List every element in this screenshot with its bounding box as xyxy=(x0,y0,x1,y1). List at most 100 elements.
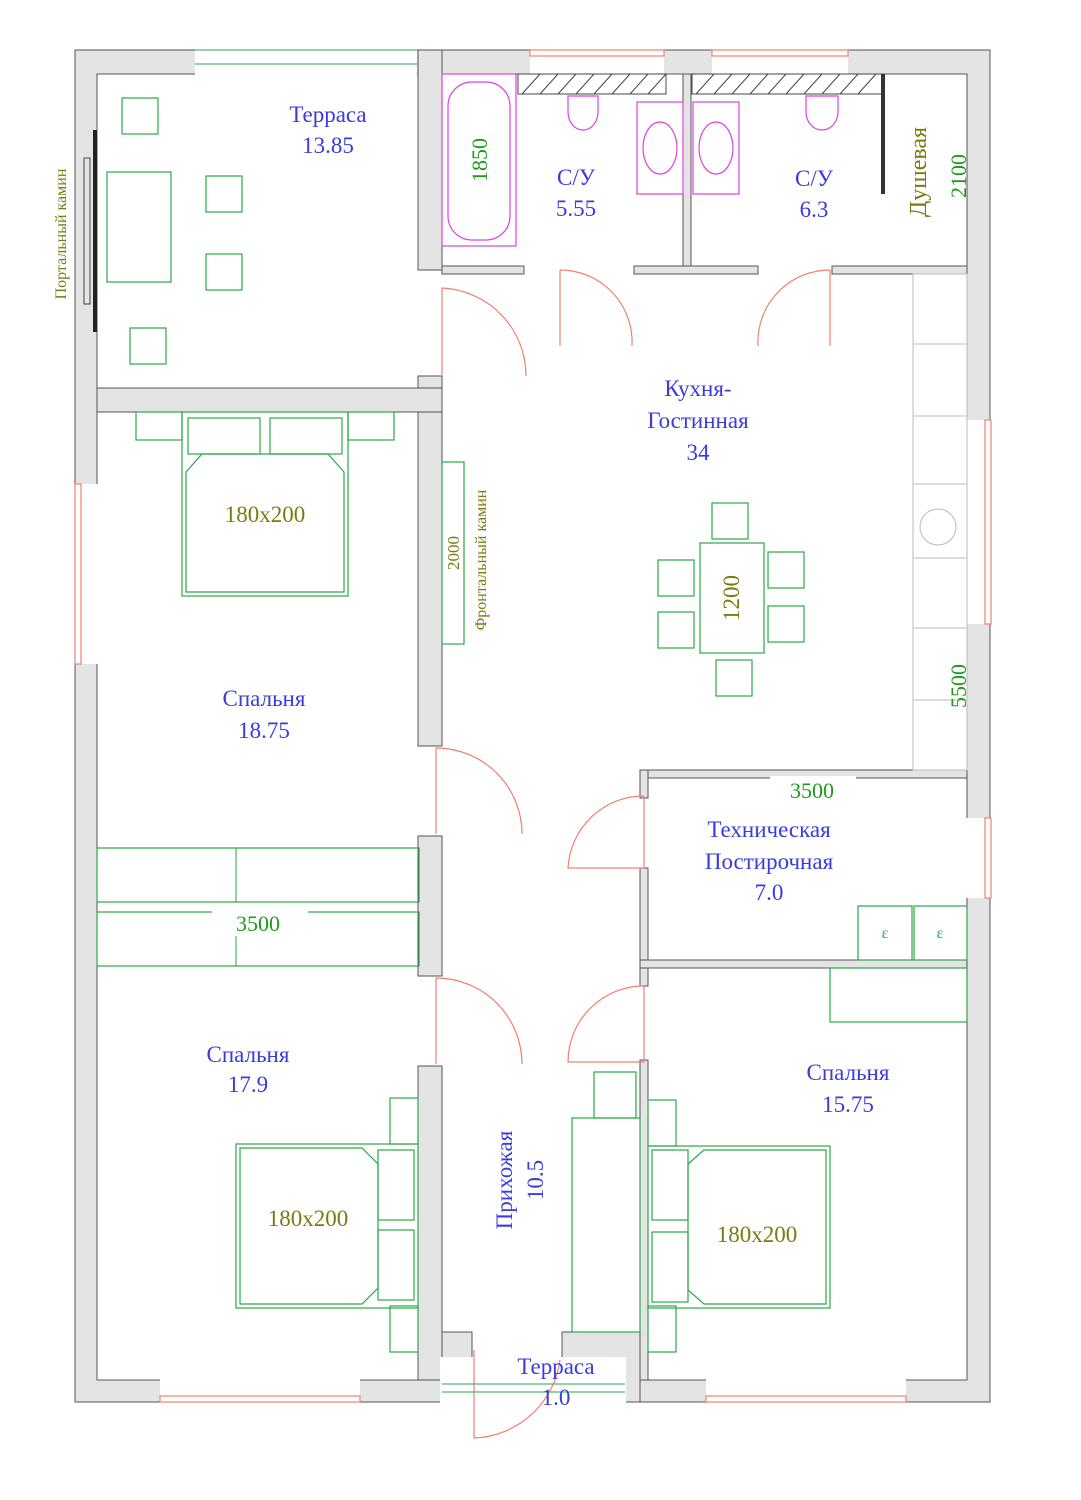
pillow xyxy=(377,1149,415,1221)
chair xyxy=(767,605,805,643)
kitchen-area: 34 xyxy=(687,440,711,465)
terrace-small-name: Терраса xyxy=(517,1354,594,1379)
chair xyxy=(711,502,749,540)
nightstand xyxy=(647,1305,677,1353)
washing-machine xyxy=(857,905,913,961)
window-bath1 xyxy=(530,48,664,76)
dim-fireplace-2000: 2000 xyxy=(444,536,463,570)
bedroom-sw-furniture xyxy=(235,1097,419,1353)
bedroom-sw-name: Спальня xyxy=(207,1042,290,1067)
table xyxy=(106,171,172,283)
bathroom2-fixtures xyxy=(691,73,885,195)
bathroom1-fixtures xyxy=(441,73,684,247)
bedroom-se-furniture xyxy=(647,967,968,1353)
doors xyxy=(435,269,831,1439)
wardrobe xyxy=(96,847,420,903)
blanket xyxy=(185,453,345,593)
shelf-hatched xyxy=(691,73,883,95)
tech-appliances xyxy=(857,905,968,961)
chair xyxy=(205,253,243,291)
windows xyxy=(73,48,993,1404)
window-terrace-north xyxy=(195,48,417,76)
door-bedroom-se xyxy=(567,985,645,1063)
portal-fireplace xyxy=(83,130,97,332)
door-entry xyxy=(473,1350,561,1439)
kitchen-counter xyxy=(912,273,968,771)
frontal-fireplace-symbol xyxy=(441,461,465,645)
shower-name: Душевая xyxy=(906,127,932,217)
blanket xyxy=(239,1147,379,1305)
frontal-fireplace-label: Фронтальный камин xyxy=(473,489,490,630)
chair xyxy=(205,175,243,213)
window-tech xyxy=(965,818,993,898)
interior-walls xyxy=(96,49,968,1407)
nightstand xyxy=(647,1099,677,1147)
bedroom-se-area: 15.75 xyxy=(822,1092,874,1117)
wall-bath-bath xyxy=(682,73,692,267)
bath1-name: С/У xyxy=(557,165,596,190)
bedroom-sw-area: 17.9 xyxy=(228,1072,268,1097)
pillow xyxy=(269,417,343,455)
bed-frame xyxy=(235,1143,419,1309)
door-bath1 xyxy=(559,269,633,347)
wall-tech-west-top xyxy=(639,769,649,799)
washer-symbol: ε xyxy=(882,925,889,942)
tech-name-line1: Техническая xyxy=(707,817,831,842)
door-bedroom-sw xyxy=(435,977,523,1065)
chair xyxy=(767,551,805,589)
dim-shower-2100: 2100 xyxy=(946,154,971,198)
portal-fireplace-label: Портальный камин xyxy=(53,168,70,299)
tech-name-line2: Постирочная xyxy=(705,849,834,874)
pillow xyxy=(187,417,261,455)
portal-fireplace-symbol xyxy=(83,157,91,305)
room-labels: Терраса 13.85 С/У 5.55 С/У 6.3 Душевая К… xyxy=(207,102,932,1410)
wall-terrace-bedroom xyxy=(96,387,443,413)
shower-partition xyxy=(881,74,885,194)
tech-area: 7.0 xyxy=(755,880,784,905)
bed-labels: 180x200 180x200 180x200 xyxy=(225,502,798,1247)
wall-bed-hall-south xyxy=(417,1065,443,1381)
blanket xyxy=(687,1149,827,1305)
bed-frame xyxy=(181,411,349,597)
kitchen-name-line1: Кухня- xyxy=(664,376,731,401)
nightstand xyxy=(135,411,183,441)
nightstand xyxy=(389,1097,419,1145)
wall-tech-bed xyxy=(639,959,968,969)
window-kitchen-east xyxy=(965,420,993,624)
terrace-big-name: Терраса xyxy=(289,102,366,127)
pillow xyxy=(651,1231,689,1303)
dim-bath-1850: 1850 xyxy=(467,138,492,182)
sink xyxy=(636,101,684,195)
pillow xyxy=(651,1149,689,1221)
hall-area: 10.5 xyxy=(523,1160,548,1200)
dim-wardrobe-3500: 3500 xyxy=(236,911,280,936)
bed-sw-size: 180x200 xyxy=(268,1206,349,1231)
kitchen-units xyxy=(912,273,968,771)
kitchen-name-line2: Гостинная xyxy=(647,408,749,433)
wall-terrace-bath xyxy=(417,49,443,271)
dryer xyxy=(913,905,968,961)
door-tech xyxy=(567,795,645,869)
bed-frame xyxy=(647,1145,831,1309)
door-bedroom-nw xyxy=(435,747,523,835)
toilet xyxy=(805,95,839,131)
nightstand xyxy=(389,1305,419,1353)
dining-table xyxy=(699,542,765,654)
window-bedroom-se xyxy=(706,1378,906,1404)
dining-set xyxy=(657,502,805,697)
door-terrace xyxy=(441,287,527,377)
entry-terrace-floor xyxy=(440,1357,626,1407)
wall-bath-kitchen-3 xyxy=(831,265,968,275)
shelf-hatched xyxy=(517,73,667,95)
hall-name: Прихожая xyxy=(492,1130,517,1229)
dim-tech-3500: 3500 xyxy=(790,778,834,803)
hall-wardrobe xyxy=(571,1117,641,1333)
wall-bath-kitchen-2 xyxy=(633,265,759,275)
bed-nw-size: 180x200 xyxy=(225,502,306,527)
kitchen-sink xyxy=(919,508,957,546)
terrace-small-area: 1.0 xyxy=(542,1385,571,1410)
dryer-symbol: ε xyxy=(937,925,944,942)
wall-bath-kitchen-1 xyxy=(441,265,525,275)
chair xyxy=(129,327,167,365)
